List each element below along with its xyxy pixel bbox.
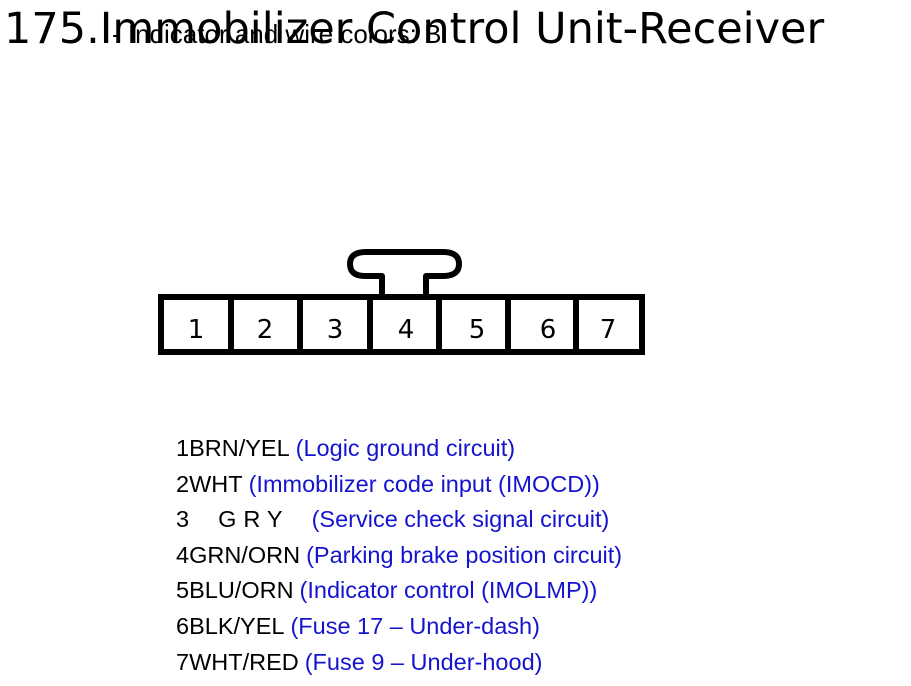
- legend-wire-color: WHT: [189, 470, 243, 497]
- legend-pin: 4: [176, 541, 190, 568]
- legend-wire-color: GRN/ORN: [189, 541, 301, 568]
- connector-body: [158, 294, 645, 355]
- legend-pin: 6: [176, 612, 190, 639]
- legend-wire-color: BLK/YEL: [189, 612, 285, 639]
- legend-description: (Logic ground circuit): [295, 435, 516, 461]
- legend-pin: 5: [176, 577, 190, 604]
- terminal-label: 1: [188, 315, 205, 345]
- legend-pin: 7: [176, 648, 190, 675]
- terminal-dividers: [228, 297, 579, 352]
- legend-wire-color: WHT/RED: [189, 648, 299, 675]
- legend-pin: 3: [176, 506, 197, 533]
- legend-description: (Fuse 9 – Under-hood): [304, 648, 543, 675]
- pinout-legend: 1BRN/YEL(Logic ground circuit) 2WHT(Immo…: [176, 431, 622, 680]
- legend-description: (Parking brake position circuit): [306, 541, 623, 568]
- terminal-label: 5: [469, 315, 486, 345]
- diagram-subtitle: - Indicator and wire colors: B: [112, 19, 442, 49]
- terminal-label: 3: [327, 315, 344, 345]
- legend-description: (Fuse 17 – Under-dash): [290, 612, 540, 639]
- connector-lock-tab: [347, 249, 462, 297]
- legend-description: (Immobilizer code input (IMOCD)): [248, 470, 600, 497]
- terminal-label: 4: [398, 315, 415, 345]
- legend-pin: 1: [176, 435, 190, 461]
- legend-wire-color: BLU/ORN: [189, 577, 294, 604]
- legend-description: (Indicator control (IMOLMP)): [299, 577, 598, 604]
- legend-wire-color: BRN/YEL: [189, 435, 290, 461]
- legend-item: 6BLK/YEL(Fuse 17 – Under-dash): [176, 609, 622, 645]
- legend-item: 1BRN/YEL(Logic ground circuit): [176, 431, 622, 467]
- legend-item: 3 GRY (Service check signal circuit): [176, 502, 622, 538]
- legend-item: 4GRN/ORN(Parking brake position circuit): [176, 538, 622, 574]
- legend-item: 2WHT(Immobilizer code input (IMOCD)): [176, 467, 622, 503]
- legend-pin: 2: [176, 470, 190, 497]
- legend-item: 7WHT/RED(Fuse 9 – Under-hood): [176, 645, 622, 681]
- legend-wire-color: GRY: [218, 506, 290, 533]
- legend-description: (Service check signal circuit): [311, 506, 610, 533]
- diagram-title: 175.Immobilizer Control Unit-Receiver: [4, 4, 825, 54]
- terminal-label: 7: [600, 315, 617, 345]
- terminal-label: 2: [257, 315, 274, 345]
- terminal-label: 6: [540, 315, 557, 345]
- legend-item: 5BLU/ORN(Indicator control (IMOLMP)): [176, 573, 622, 609]
